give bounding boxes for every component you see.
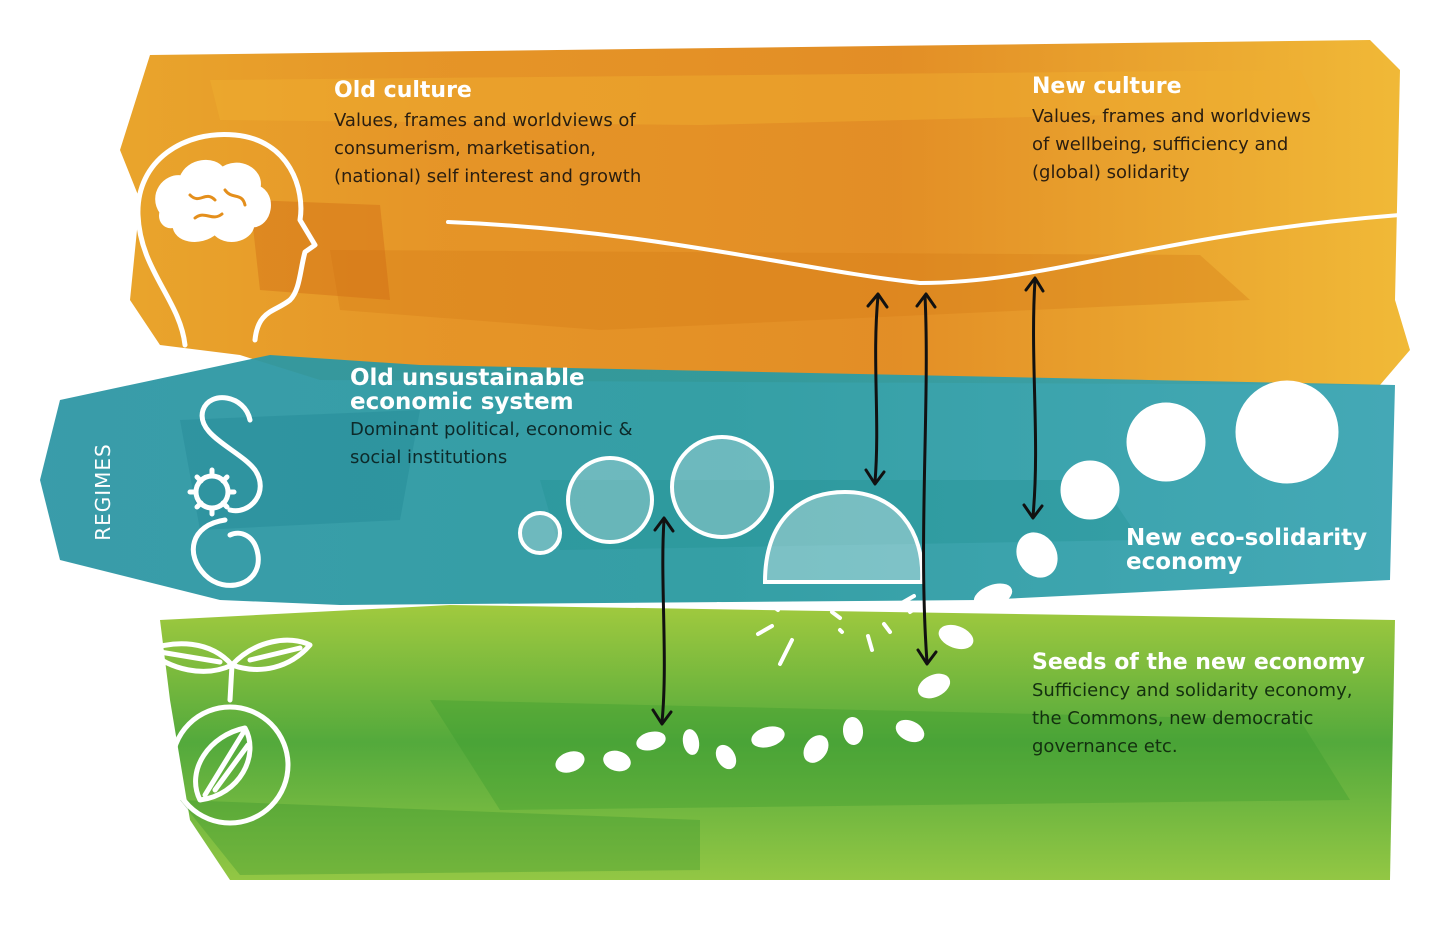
new-culture-line-3: (global) solidarity <box>1032 162 1190 184</box>
new-culture-title: New culture <box>1032 74 1182 99</box>
seeds-line-3: governance etc. <box>1032 736 1178 758</box>
old-system-block: Old unsustainable economic system Domina… <box>350 366 633 472</box>
seeds-block: Seeds of the new economy Sufficiency and… <box>1032 650 1365 761</box>
arrow-culture-niche <box>915 292 938 666</box>
old-system-line-2: social institutions <box>350 447 508 469</box>
culture-divide-line <box>446 213 1402 286</box>
old-system-bubbles <box>518 435 925 584</box>
seeds-title: Seeds of the new economy <box>1032 650 1365 675</box>
old-system-title-line-1: Old unsustainable <box>350 365 585 391</box>
seeds-line-1: Sufficiency and solidarity economy, <box>1032 680 1353 702</box>
old-culture-line-2: consumerism, marketisation, <box>334 138 596 160</box>
new-culture-line-2: of wellbeing, sufficiency and <box>1032 134 1289 156</box>
old-culture-line-3: (national) self interest and growth <box>334 166 642 188</box>
culture-band <box>120 40 1410 385</box>
new-economy-title-line-1: New eco-solidarity <box>1126 525 1368 551</box>
new-economy-title-line-2: economy <box>1126 549 1243 576</box>
new-culture-block: New culture Values, frames and worldview… <box>1032 74 1311 187</box>
arrow-culture-regime-2 <box>1022 276 1045 520</box>
seed-path <box>555 583 1013 773</box>
old-culture-title: Old culture <box>334 78 472 103</box>
head-brain-icon <box>135 131 318 348</box>
new-culture-line-1: Values, frames and worldviews <box>1032 106 1311 128</box>
arrow-culture-regime-1 <box>864 292 889 486</box>
bubble-half-dome <box>762 489 925 584</box>
bubble-small <box>518 511 562 555</box>
band-label-niches: NICHES <box>91 696 115 778</box>
new-economy-bubbles <box>1016 380 1339 578</box>
bubble-medium <box>566 456 654 544</box>
crumbling-fragments <box>716 594 916 666</box>
old-system-title-line-2: economic system <box>350 389 574 416</box>
feedback-arrows <box>651 276 1045 726</box>
new-economy-block: New eco-solidarity economy <box>1126 526 1367 574</box>
regimes-band <box>40 355 1395 605</box>
seedling-seed-icon <box>145 637 313 826</box>
band-label-culture: CULTURE <box>91 188 115 286</box>
old-culture-line-1: Values, frames and worldviews of <box>334 110 636 132</box>
old-system-line-1: Dominant political, economic & <box>350 419 633 441</box>
gear-paragraph-icon <box>187 395 263 588</box>
seeds-line-2: the Commons, new democratic <box>1032 708 1314 730</box>
band-label-regimes: REGIMES <box>91 443 115 541</box>
bubble-large <box>670 435 774 539</box>
arrow-regime-niche <box>651 516 675 726</box>
old-culture-block: Old culture Values, frames and worldview… <box>334 78 641 191</box>
